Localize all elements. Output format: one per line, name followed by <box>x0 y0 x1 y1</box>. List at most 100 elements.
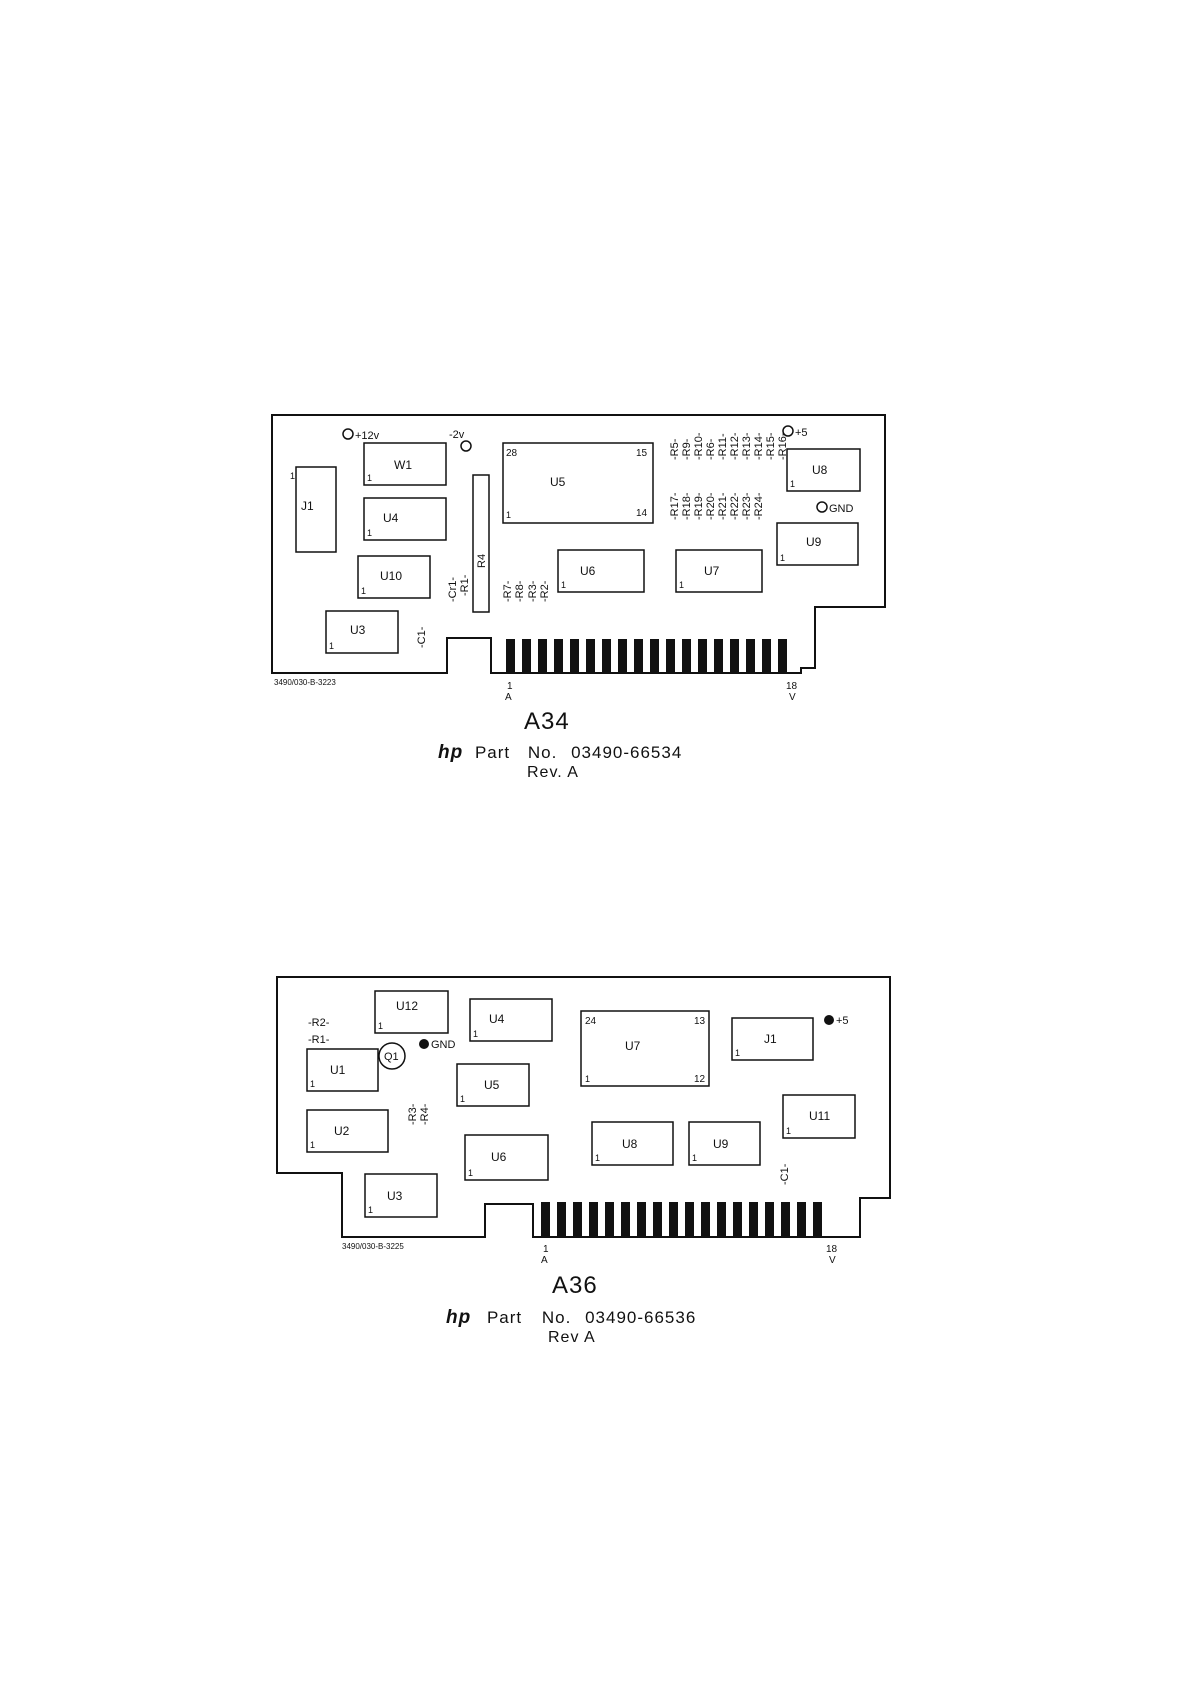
edge-finger <box>698 639 707 672</box>
a36-edge-right-letter: V <box>829 1255 836 1266</box>
a36-part-number: 03490-66536 <box>585 1308 697 1327</box>
a34-u7-pin1: 1 <box>679 580 684 590</box>
edge-finger <box>717 1202 726 1236</box>
edge-finger <box>605 1202 614 1236</box>
board-a36 <box>276 976 891 1238</box>
board-a36-outline <box>276 976 891 1238</box>
a36-u1-label: U1 <box>330 1063 346 1077</box>
a36-r4: -R4- <box>419 1103 431 1125</box>
a36-title: A36 <box>552 1272 598 1299</box>
a36-u12-pin1: 1 <box>378 1021 383 1031</box>
a34-tp-gnd <box>816 501 828 513</box>
a34-r6: -R6- <box>705 438 717 460</box>
edge-finger <box>682 639 691 672</box>
a34-r7: -R7- <box>502 580 514 602</box>
a34-edge-left-letter: A <box>505 692 512 703</box>
edge-finger <box>541 1202 550 1236</box>
edge-finger <box>506 639 515 672</box>
a34-tp-m2v <box>460 440 472 452</box>
edge-finger <box>573 1202 582 1236</box>
a34-r18: -R18- <box>681 492 693 520</box>
a36-u2-pin1: 1 <box>310 1140 315 1150</box>
edge-finger <box>650 639 659 672</box>
a36-components <box>306 990 856 1218</box>
a36-u7-pin13: 13 <box>694 1016 706 1027</box>
a36-q1 <box>378 1042 406 1070</box>
a34-r14: -R14- <box>753 432 765 460</box>
a36-u8 <box>591 1121 674 1166</box>
a34-r22: -R22- <box>729 492 741 520</box>
a34-r1: -R1- <box>459 574 471 596</box>
board-a34-outline <box>271 414 886 674</box>
hp-logo: hp <box>438 742 464 763</box>
a36-j1-pin1: 1 <box>735 1048 740 1058</box>
a34-u7 <box>675 549 763 593</box>
a34-j1 <box>295 466 337 553</box>
a34-r20: -R20- <box>705 492 717 520</box>
edge-finger <box>778 639 787 672</box>
a34-u5-pin28: 28 <box>506 448 518 459</box>
a36-u11 <box>782 1094 856 1139</box>
a36-u7-pin1: 1 <box>585 1074 590 1084</box>
hp-logo: hp <box>446 1307 472 1328</box>
a36-u7 <box>580 1010 710 1087</box>
edge-finger <box>570 639 579 672</box>
a34-u4 <box>363 497 447 541</box>
a34-tp-5 <box>782 425 794 437</box>
a34-part-no-label: No. <box>527 743 558 762</box>
a34-resistor-labels: -R5- -R9- -R10- -R6- -R11- -R12- -R13- -… <box>416 432 789 648</box>
a36-u6-pin1: 1 <box>468 1168 473 1178</box>
a34-r16: -R16- <box>777 432 789 460</box>
edge-finger <box>765 1202 774 1236</box>
edge-finger <box>538 639 547 672</box>
a34-tp-5-label: +5 <box>795 427 808 439</box>
a34-tp-m2v-label: -2v <box>449 429 465 441</box>
edge-finger <box>733 1202 742 1236</box>
a36-u4-pin1: 1 <box>473 1029 478 1039</box>
edge-finger <box>730 639 739 672</box>
a36-r3: -R3- <box>407 1103 419 1125</box>
a36-u6 <box>464 1134 549 1181</box>
a36-u8-label: U8 <box>622 1137 638 1151</box>
edge-finger <box>522 639 531 672</box>
edge-finger <box>762 639 771 672</box>
edge-finger <box>797 1202 806 1236</box>
a34-r8: -R8- <box>514 580 526 602</box>
a36-part-line: hp Part No. 03490-66536 <box>446 1307 696 1329</box>
a34-r11: -R11- <box>717 433 729 460</box>
edge-finger <box>669 1202 678 1236</box>
a34-r17: -R17- <box>669 492 681 520</box>
a36-edge-connector <box>541 1202 822 1236</box>
a34-r21: -R21- <box>717 492 729 520</box>
a36-c1: -C1- <box>779 1163 791 1185</box>
a34-r13: -R13- <box>741 432 753 460</box>
a34-u6 <box>557 549 645 593</box>
a34-r2: -R2- <box>539 580 551 602</box>
a36-u5 <box>456 1063 530 1107</box>
a36-edge-left-num: 1 <box>543 1244 549 1255</box>
a34-tp-12v <box>342 428 354 440</box>
a34-tp-gnd-label: GND <box>829 503 854 515</box>
a36-part-label: Part <box>486 1308 523 1327</box>
edge-finger <box>554 639 563 672</box>
a36-part-no-label: No. <box>541 1308 572 1327</box>
a34-c1: -C1- <box>416 626 428 648</box>
a34-u6-pin1: 1 <box>561 580 566 590</box>
a36-r2: -R2- <box>308 1017 330 1029</box>
a36-u7-pin12: 12 <box>694 1074 706 1085</box>
a34-u10 <box>357 555 431 599</box>
a34-serial: 3490/030-B-3223 <box>274 678 336 687</box>
a34-part-number: 03490-66534 <box>571 743 683 762</box>
a36-u3-pin1: 1 <box>368 1205 373 1215</box>
a36-tp-5 <box>824 1015 834 1025</box>
a34-part-line: hp Part No. 03490-66534 <box>438 742 682 764</box>
a34-edge-right-num: 18 <box>786 681 798 692</box>
a36-u2 <box>306 1109 389 1153</box>
a34-u5-label: U5 <box>550 475 566 489</box>
a34-u4-pin1: 1 <box>367 528 372 538</box>
a34-u9-label: U9 <box>806 535 822 549</box>
a36-u1 <box>306 1048 379 1092</box>
a36-u7-label: U7 <box>625 1039 641 1053</box>
